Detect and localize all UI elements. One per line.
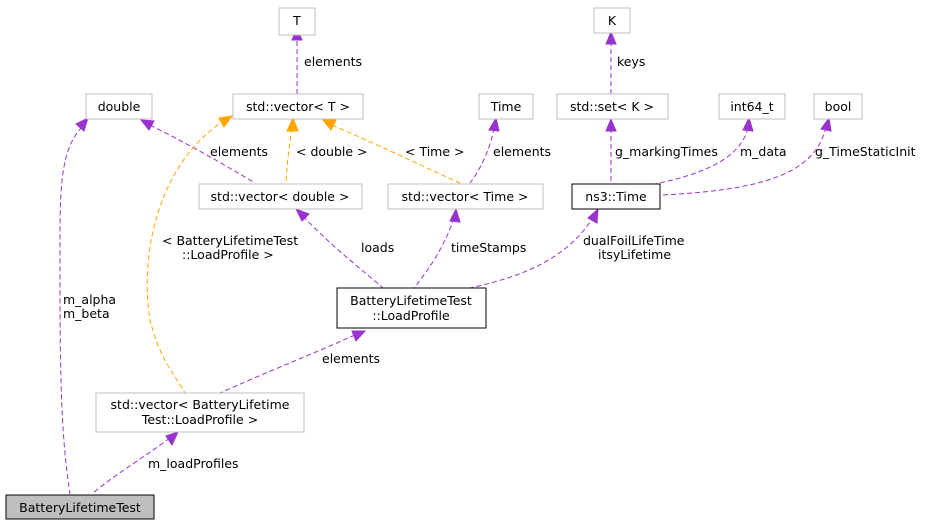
edge-label-m-beta: m_beta (63, 306, 110, 321)
svg-text:int64_t: int64_t (730, 99, 773, 114)
node-t[interactable]: T (278, 7, 316, 36)
edge-template-time: < Time > (321, 119, 465, 184)
edge-malpha-mbeta: m_alpha m_beta (59, 117, 116, 495)
svg-text:BatteryLifetimeTest: BatteryLifetimeTest (350, 293, 472, 308)
edge-label-template-time: < Time > (405, 144, 465, 159)
arrowhead (488, 116, 500, 132)
svg-text:T: T (292, 13, 301, 28)
edge-template-loadprofile: < BatteryLifetimeTest ::LoadProfile > (146, 115, 298, 394)
svg-text:std::vector< BatteryLifetime: std::vector< BatteryLifetime (111, 397, 290, 412)
arrowhead (75, 117, 89, 132)
node-std-vector-t[interactable]: std::vector< T > (232, 93, 364, 120)
svg-text:std::vector< Time >: std::vector< Time > (402, 189, 529, 204)
edge-timestamps: timeStamps (413, 207, 526, 289)
arrowhead (449, 207, 461, 223)
arrowhead (605, 30, 617, 45)
svg-text:std::vector< T >: std::vector< T > (246, 99, 350, 114)
svg-text:std::set< K >: std::set< K > (570, 99, 654, 114)
svg-text:K: K (608, 13, 617, 28)
arrowhead (605, 117, 617, 132)
edge-label-elements: elements (493, 144, 551, 159)
edge-label-g-markingtimes: g_markingTimes (615, 144, 718, 159)
node-ns3-time[interactable]: ns3::Time (571, 183, 661, 210)
svg-text:ns3::Time: ns3::Time (585, 189, 647, 204)
edge-loads: loads (294, 208, 394, 289)
svg-text:double: double (98, 99, 141, 114)
svg-text:bool: bool (825, 99, 852, 114)
arrowhead (294, 208, 310, 222)
edge-label-elements: elements (210, 144, 268, 159)
edge-elements-time: elements (469, 116, 551, 184)
edge-elements-T: elements (291, 26, 362, 94)
svg-text:Time: Time (490, 99, 522, 114)
svg-text:::LoadProfile: ::LoadProfile (372, 308, 450, 323)
arrowhead (742, 116, 754, 132)
edge-g-timestaticinit: g_TimeStaticInit (661, 116, 916, 196)
node-double[interactable]: double (85, 93, 153, 120)
edge-elements-loadprofile: elements (219, 330, 380, 394)
edge-label-keys: keys (617, 54, 645, 69)
svg-text:Test::LoadProfile >: Test::LoadProfile > (141, 412, 258, 427)
arrowhead (321, 119, 337, 131)
edge-label-dualfoillifetime: dualFoilLifeTime (583, 233, 685, 248)
edge-template-double: < double > (285, 116, 368, 184)
edge-label-template-double: < double > (296, 144, 368, 159)
edge-m-data: m_data (649, 116, 787, 186)
node-int64-t[interactable]: int64_t (718, 93, 786, 120)
edge-elements-double: elements (139, 119, 268, 184)
edge-label-elements: elements (322, 351, 380, 366)
edge-dualfoil-itsy: dualFoilLifeTime itsyLifetime (469, 207, 685, 289)
edge-label-g-timestaticinit: g_TimeStaticInit (815, 144, 916, 159)
edge-label-template-loadprofile-2: ::LoadProfile > (182, 247, 274, 262)
edge-label-m-data: m_data (740, 144, 787, 159)
edge-label-elements: elements (304, 54, 362, 69)
node-std-set-k[interactable]: std::set< K > (556, 93, 669, 120)
node-std-vector-double[interactable]: std::vector< double > (198, 183, 363, 210)
node-time[interactable]: Time (478, 93, 534, 120)
arrowhead (165, 431, 179, 447)
edge-g-markingtimes: g_markingTimes (605, 117, 718, 183)
arrowhead (820, 116, 832, 132)
edge-label-itsylifetime: itsyLifetime (598, 247, 671, 262)
svg-text:std::vector< double >: std::vector< double > (211, 189, 350, 204)
arrowhead (286, 116, 299, 132)
edge-label-loads: loads (361, 240, 394, 255)
edge-label-template-loadprofile-1: < BatteryLifetimeTest (162, 233, 298, 248)
arrowhead (587, 207, 599, 224)
node-k[interactable]: K (593, 7, 631, 34)
node-bool[interactable]: bool (813, 93, 863, 120)
arrowhead (218, 115, 234, 128)
edge-m-loadprofiles: m_loadProfiles (91, 431, 239, 495)
edge-label-timestamps: timeStamps (451, 240, 526, 255)
node-loadprofile[interactable]: BatteryLifetimeTest ::LoadProfile (336, 287, 487, 329)
arrowhead (351, 330, 367, 342)
edge-label-m-alpha: m_alpha (63, 292, 116, 307)
edge-keys: keys (605, 30, 645, 94)
node-batterylifetimetest[interactable]: BatteryLifetimeTest (5, 494, 155, 520)
arrowhead (139, 119, 155, 131)
edge-label-m-loadprofiles: m_loadProfiles (148, 456, 239, 471)
node-std-vector-loadprofile[interactable]: std::vector< BatteryLifetime Test::LoadP… (95, 392, 305, 433)
svg-text:BatteryLifetimeTest: BatteryLifetimeTest (19, 500, 141, 515)
node-std-vector-time[interactable]: std::vector< Time > (387, 183, 544, 210)
